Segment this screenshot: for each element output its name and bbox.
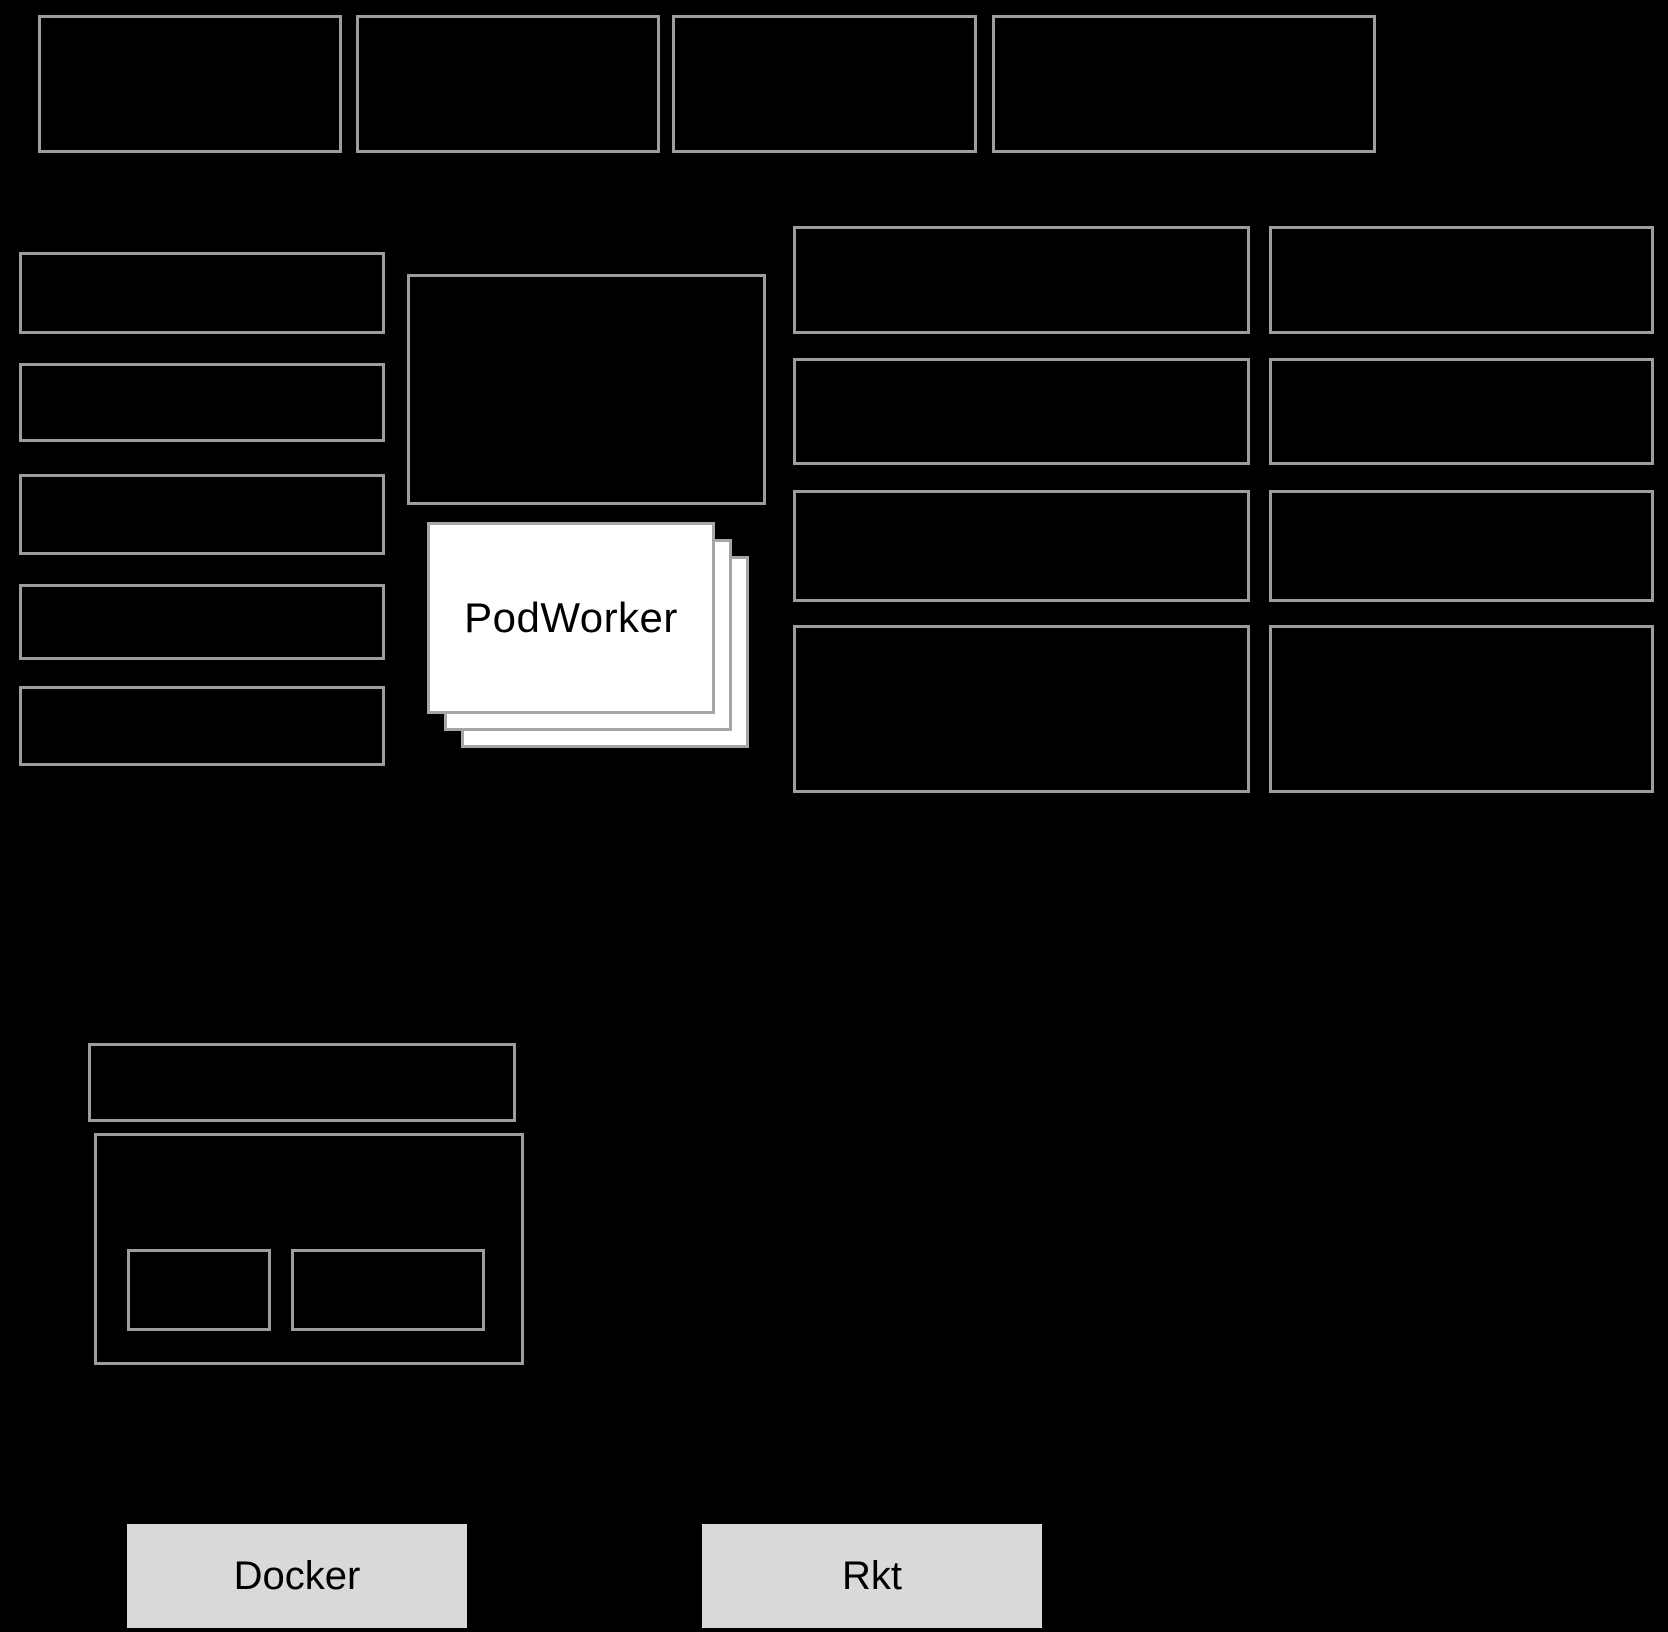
right-column-b-box-1: [1269, 226, 1654, 334]
middle-box: [407, 274, 766, 505]
left-column-box-1: [19, 252, 385, 334]
top-row-box-2: [356, 15, 660, 153]
bottom-left-inner-box-2: [291, 1249, 485, 1331]
right-column-a-box-3: [793, 490, 1250, 602]
top-row-box-4: [992, 15, 1376, 153]
left-column-box-4: [19, 584, 385, 660]
right-column-b-box-3: [1269, 490, 1654, 602]
left-column-box-3: [19, 474, 385, 555]
top-row-box-1: [38, 15, 342, 153]
top-row-box-3: [672, 15, 977, 153]
right-column-a-box-1: [793, 226, 1250, 334]
runtime-rkt-box: Rkt: [702, 1524, 1042, 1628]
bottom-left-outer-box: [94, 1133, 524, 1365]
bottom-left-header-box: [88, 1043, 516, 1122]
runtime-rkt-label: Rkt: [842, 1553, 902, 1598]
bottom-left-inner-box-1: [127, 1249, 271, 1331]
runtime-docker-label: Docker: [233, 1553, 361, 1598]
right-column-b-box-4: [1269, 625, 1654, 793]
podworker-card: PodWorker: [427, 522, 715, 714]
left-column-box-2: [19, 363, 385, 442]
podworker-label: PodWorker: [464, 594, 678, 641]
podworker-stack: PodWorker: [427, 522, 749, 748]
runtime-docker-box: Docker: [127, 1524, 467, 1628]
right-column-a-box-4: [793, 625, 1250, 793]
right-column-a-box-2: [793, 358, 1250, 465]
right-column-b-box-2: [1269, 358, 1654, 465]
left-column-box-5: [19, 686, 385, 766]
